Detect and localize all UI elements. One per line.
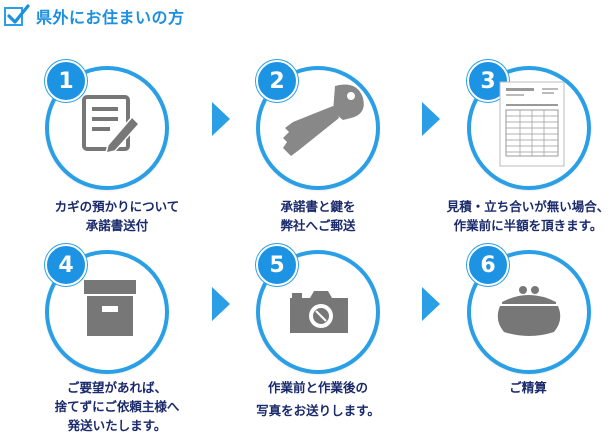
step-caption: 作業前と作業後の 写真をお送りします。 (218, 378, 418, 420)
caption-line: 承諾書送付 (85, 218, 149, 233)
caption-line: 捨てずにご依頼主様へ (54, 399, 180, 414)
estimate-sheet-icon (499, 81, 565, 167)
arrow-right-icon (422, 287, 440, 321)
arrow-right-icon (422, 102, 440, 136)
step-caption: 承諾書と鍵を 弊社へご郵送 (218, 197, 418, 235)
step-number-badge: 6 (467, 244, 509, 286)
arrow-right-icon (212, 287, 230, 321)
camera-icon (290, 291, 348, 333)
step-number-badge: 1 (45, 60, 87, 102)
arrow-right-icon (212, 102, 230, 136)
caption-line: ご精算 (509, 380, 547, 395)
caption-line: 弊社へご郵送 (280, 218, 356, 233)
caption-line: 写真をお送りします。 (256, 403, 380, 418)
caption-line: 承諾書と鍵を (280, 199, 356, 214)
step-number-badge: 4 (45, 244, 87, 286)
step-caption: ご精算 (428, 378, 616, 397)
caption-line: 見積・立ち合いが無い場合、 (446, 199, 610, 214)
page-title: 県外にお住まいの方 (36, 8, 185, 27)
checkbox-checked-icon (4, 3, 30, 26)
section-header: 県外にお住まいの方 (4, 3, 185, 29)
step-caption: ご要望があれば、 捨てずにご依頼主様へ 発送いたします。 (17, 378, 217, 435)
step-caption: 見積・立ち合いが無い場合、 作業前に半額を頂きます。 (428, 197, 616, 235)
document-pen-icon (82, 95, 141, 154)
key-icon (283, 84, 364, 156)
coin-purse-icon (497, 286, 561, 336)
step-caption: カギの預かりについて 承諾書送付 (17, 197, 217, 235)
step-number-badge: 5 (256, 244, 298, 286)
caption-line: 作業前と作業後の (267, 380, 368, 395)
caption-line: 発送いたします。 (67, 418, 167, 433)
storage-box-icon (84, 280, 136, 336)
step-number-badge: 2 (256, 60, 298, 102)
caption-line: ご要望があれば、 (66, 380, 167, 395)
caption-line: 作業前に半額を頂きます。 (453, 218, 603, 233)
caption-line: カギの預かりについて (54, 199, 180, 214)
